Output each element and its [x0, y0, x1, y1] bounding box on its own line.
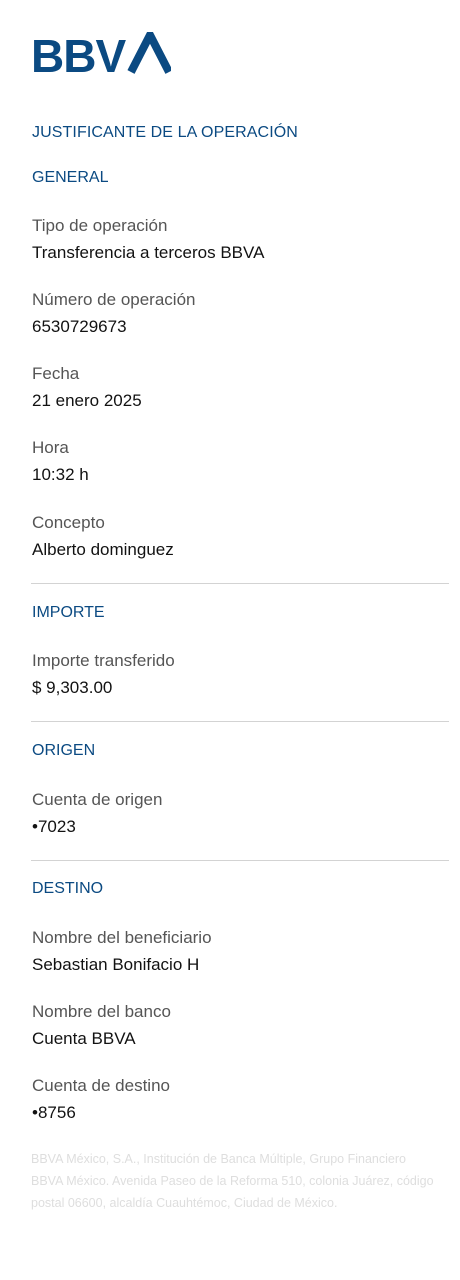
beneficiary-name-label: Nombre del beneficiario [32, 928, 212, 947]
date-value: 21 enero 2025 [32, 391, 142, 410]
origin-account-label: Cuenta de origen [32, 790, 163, 809]
bank-name-label: Nombre del banco [32, 1002, 171, 1021]
date-label: Fecha [32, 364, 80, 383]
beneficiary-name-value: Sebastian Bonifacio H [32, 955, 200, 974]
operation-number-label: Número de operación [32, 290, 196, 309]
bbva-logo: BBV [31, 32, 171, 74]
concept-label: Concepto [32, 513, 105, 532]
origin-account-value: •7023 [32, 817, 76, 836]
section-general-heading: GENERAL [32, 169, 109, 186]
destination-account-label: Cuenta de destino [32, 1076, 170, 1095]
section-importe-heading: IMPORTE [32, 604, 105, 621]
section-origen-heading: ORIGEN [32, 742, 96, 759]
time-value: 10:32 h [32, 465, 89, 484]
operation-type-value: Transferencia a terceros BBVA [32, 243, 265, 262]
svg-text:BBV: BBV [31, 32, 126, 74]
operation-type-label: Tipo de operación [32, 216, 168, 235]
divider [31, 583, 449, 584]
destination-account-value: •8756 [32, 1103, 76, 1122]
bank-name-value: Cuenta BBVA [32, 1029, 136, 1048]
operation-number-value: 6530729673 [32, 317, 127, 336]
divider [31, 860, 449, 861]
time-label: Hora [32, 438, 69, 457]
amount-value: $ 9,303.00 [32, 678, 113, 697]
page-title: JUSTIFICANTE DE LA OPERACIÓN [32, 124, 298, 141]
amount-label: Importe transferido [32, 651, 175, 670]
legal-footer: BBVA México, S.A., Institución de Banca … [31, 1152, 434, 1210]
divider [31, 721, 449, 722]
concept-value: Alberto dominguez [32, 540, 174, 559]
section-destino-heading: DESTINO [32, 880, 104, 897]
